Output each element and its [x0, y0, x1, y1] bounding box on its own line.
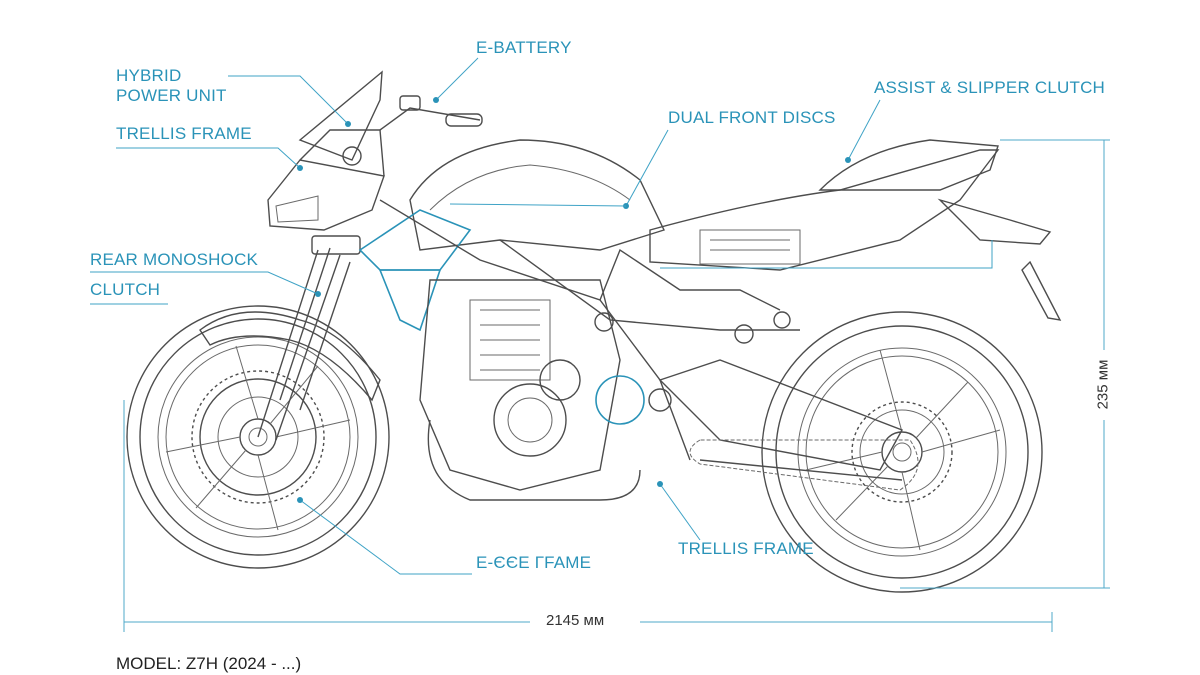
label-rear-monoshock: REAR MONOSHOCK — [90, 250, 259, 269]
seat-tail — [649, 139, 1062, 321]
handlebar — [379, 95, 483, 131]
front-wheel — [126, 305, 390, 569]
dimension-length: 2145 мм — [546, 612, 605, 629]
front-fork — [199, 235, 381, 441]
label-e-frame: E-ЄЄЕ ГFAME — [476, 553, 592, 572]
label-hybrid-power-unit-text: HYBRID POWER UNIT — [116, 66, 227, 105]
label-assist-slipper-clutch: ASSIST & SLIPPER CLUTCH — [874, 78, 1106, 97]
label-hybrid-power-unit: HYBRID POWER UNIT — [116, 66, 227, 106]
label-clutch: CLUTCH — [90, 280, 161, 299]
trellis-frame — [379, 199, 800, 461]
headlight-assembly — [267, 70, 385, 231]
dimension-lines — [123, 139, 1110, 632]
label-e-battery: E-BATTERY — [476, 38, 572, 57]
label-dual-front-discs: DUAL FRONT DISCS — [668, 108, 836, 127]
label-trellis-frame-top: TRELLIS FRAME — [116, 124, 252, 143]
swingarm — [658, 359, 919, 491]
model-caption: MODEL: Z7H (2024 - ...) — [116, 654, 302, 673]
dimension-height: 235 мм — [1094, 359, 1112, 410]
label-trellis-frame-bottom: TRELLIS FRAME — [678, 539, 814, 558]
fuel-tank — [358, 139, 665, 332]
rear-wheel — [761, 311, 1043, 593]
leader-lines — [90, 57, 993, 575]
